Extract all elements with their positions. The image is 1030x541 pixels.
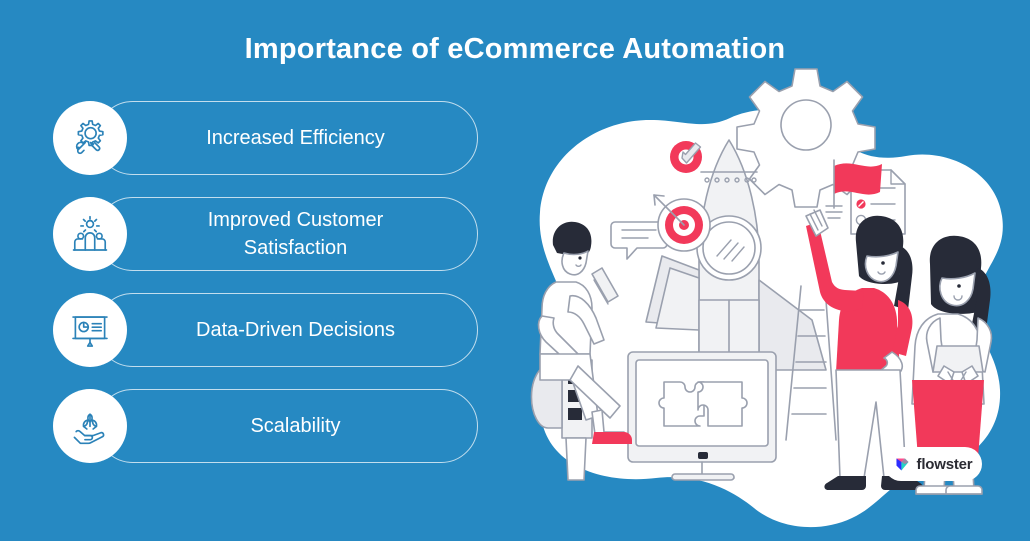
- check-badge-icon: [670, 141, 702, 173]
- feature-list: Increased Efficiency: [53, 101, 478, 463]
- feature-icon-badge: [53, 101, 127, 175]
- flowster-logo-text: flowster: [916, 455, 973, 473]
- ladder-icon: [785, 285, 837, 441]
- flowster-arrow-icon: [896, 457, 909, 471]
- feature-icon-badge: [53, 293, 127, 367]
- presentation-chart-icon: [69, 309, 111, 351]
- feature-item-scalability[interactable]: Scalability: [53, 389, 478, 463]
- feature-icon-badge: [53, 197, 127, 271]
- feature-item-improved-customer-satisfaction[interactable]: Improved Customer Satisfaction: [53, 197, 478, 271]
- feature-item-increased-efficiency[interactable]: Increased Efficiency: [53, 101, 478, 175]
- hand-plant-growth-icon: [69, 405, 111, 447]
- person-standing: [911, 235, 993, 495]
- feature-label: Scalability: [250, 414, 341, 437]
- feature-label: Improved Customer Satisfaction: [207, 208, 384, 259]
- flowster-logo[interactable]: flowster: [884, 447, 982, 481]
- page-title: Importance of eCommerce Automation: [244, 33, 786, 65]
- feature-item-data-driven-decisions[interactable]: Data-Driven Decisions: [53, 293, 478, 367]
- feature-icon-badge: [53, 389, 127, 463]
- speech-bubble-icon: [610, 221, 668, 260]
- monitor-puzzle-icon: [627, 351, 777, 481]
- gear-tools-icon: [69, 117, 111, 159]
- rocket-rivets: [704, 177, 757, 183]
- target-dartboard-icon: [653, 194, 711, 252]
- feature-label: Data-Driven Decisions: [196, 318, 395, 341]
- feature-label: Increased Efficiency: [206, 126, 385, 149]
- customer-group-icon: [69, 213, 111, 255]
- person-sitting-with-phone: [530, 221, 632, 481]
- rocket-launch-teamwork-illustration: .ln{stroke:#9aa0ae;stroke-width:1.6;fill…: [496, 60, 1030, 541]
